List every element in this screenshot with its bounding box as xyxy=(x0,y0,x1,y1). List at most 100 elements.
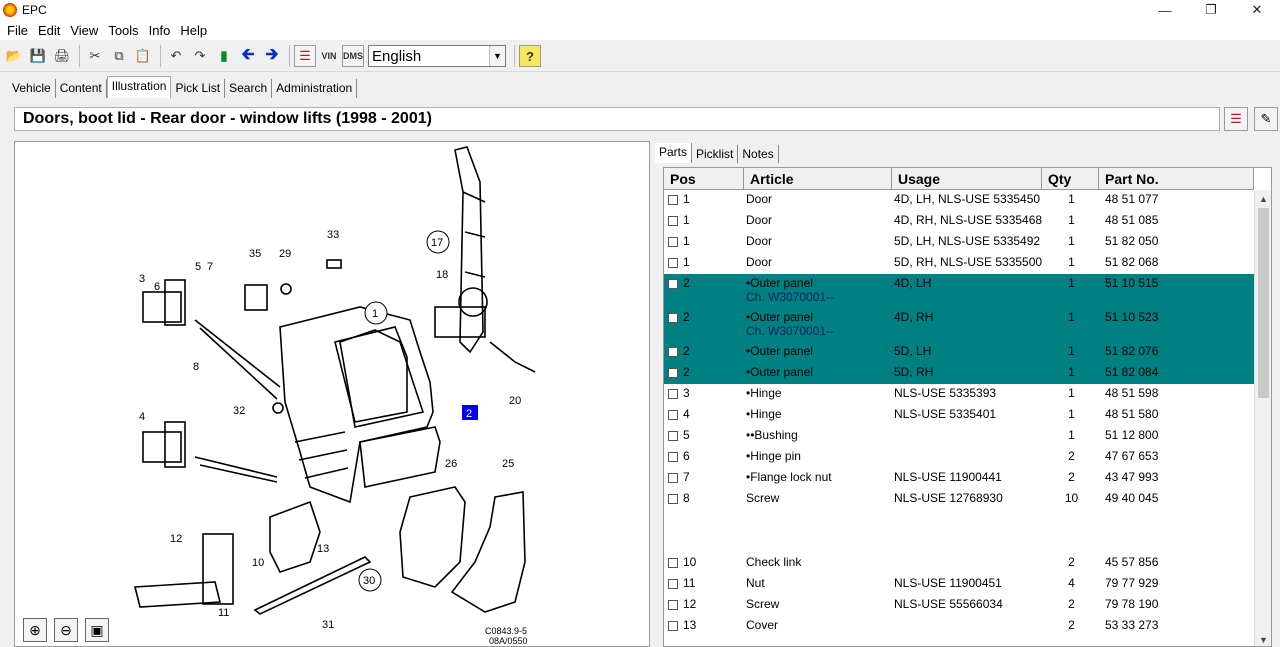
row-checkbox[interactable] xyxy=(668,558,678,568)
column-header-qty[interactable]: Qty xyxy=(1042,168,1099,190)
callout-label[interactable]: 18 xyxy=(436,269,448,281)
row-checkbox[interactable] xyxy=(668,579,678,589)
row-checkbox[interactable] xyxy=(668,621,678,631)
print-icon[interactable]: 🖨 xyxy=(53,48,71,63)
callout-label[interactable]: 2 xyxy=(466,408,472,420)
callout-label[interactable]: 8 xyxy=(193,361,199,373)
scroll-thumb[interactable] xyxy=(1258,208,1269,398)
callout-label[interactable]: 13 xyxy=(317,543,329,555)
tab-illustration[interactable]: Illustration xyxy=(106,76,172,98)
zoom-in-icon[interactable]: ⊕ xyxy=(23,618,47,642)
save-icon[interactable]: 💾 xyxy=(29,48,47,63)
callout-label[interactable]: 35 xyxy=(249,248,261,260)
callout-label[interactable]: 20 xyxy=(509,395,521,407)
arrow-right-icon[interactable]: 🡲 xyxy=(265,45,279,63)
callout-label[interactable]: 3 xyxy=(139,273,145,285)
callout-label[interactable]: 4 xyxy=(139,411,145,423)
callout-label[interactable]: 6 xyxy=(154,281,160,293)
level-marker-icon[interactable]: ▮ xyxy=(220,48,228,63)
menu-view[interactable]: View xyxy=(70,22,99,38)
row-checkbox[interactable] xyxy=(668,452,678,462)
tab-picklist[interactable]: Picklist xyxy=(692,145,739,163)
tab-content[interactable]: Content xyxy=(56,79,107,98)
fit-to-window-icon[interactable]: ▣ xyxy=(85,618,109,642)
vin-button[interactable]: VIN xyxy=(321,51,337,61)
callout-label[interactable]: 5 xyxy=(195,261,201,273)
callout-label[interactable]: 29 xyxy=(279,248,291,260)
tab-vehicle[interactable]: Vehicle xyxy=(8,79,56,98)
column-header-usage[interactable]: Usage xyxy=(892,168,1042,190)
zoom-out-icon[interactable]: ⊖ xyxy=(54,618,78,642)
callout-label[interactable]: 26 xyxy=(445,458,457,470)
open-folder-icon[interactable]: 📂 xyxy=(5,48,23,63)
dms-button[interactable]: DMS xyxy=(342,45,364,67)
callout-label[interactable]: 31 xyxy=(322,619,334,631)
menu-tools[interactable]: Tools xyxy=(108,22,139,38)
callout-label[interactable]: 30 xyxy=(363,575,375,587)
callout-label[interactable]: 25 xyxy=(502,458,514,470)
callout-label[interactable]: 17 xyxy=(431,237,443,249)
column-header-pos[interactable]: Pos xyxy=(664,168,744,190)
forward-page-icon[interactable]: ↷ xyxy=(194,48,206,63)
scroll-down-icon[interactable]: ▼ xyxy=(1259,634,1268,645)
tab-administration[interactable]: Administration xyxy=(272,79,358,98)
row-checkbox[interactable] xyxy=(668,410,678,420)
tab-parts[interactable]: Parts xyxy=(655,143,693,163)
copy-icon[interactable]: ⧉ xyxy=(114,48,124,63)
cut-icon[interactable]: ✂ xyxy=(89,48,101,63)
column-header-article[interactable]: Article xyxy=(744,168,892,190)
tab-search[interactable]: Search xyxy=(225,79,273,98)
menu-info[interactable]: Info xyxy=(148,22,171,38)
row-checkbox[interactable] xyxy=(668,600,678,610)
callout-label[interactable]: 10 xyxy=(252,557,264,569)
vertical-scrollbar[interactable]: ▲ ▼ xyxy=(1254,190,1271,646)
row-checkbox[interactable] xyxy=(668,313,678,323)
edit-note-icon[interactable]: ✎ xyxy=(1254,107,1278,131)
row-checkbox[interactable] xyxy=(668,216,678,226)
callout-label[interactable]: 7 xyxy=(207,261,213,273)
row-checkbox[interactable] xyxy=(668,494,678,504)
tab-notes[interactable]: Notes xyxy=(738,145,779,163)
restore-button[interactable]: ❐ xyxy=(1205,2,1217,17)
callout-label[interactable]: 12 xyxy=(170,533,182,545)
column-header-part-no[interactable]: Part No. xyxy=(1099,168,1254,190)
list-export-icon[interactable]: ☰ xyxy=(294,45,316,67)
paste-icon[interactable]: 📋 xyxy=(134,48,152,63)
callout-label[interactable]: 33 xyxy=(327,229,339,241)
row-checkbox[interactable] xyxy=(668,237,678,247)
row-checkbox[interactable] xyxy=(668,347,678,357)
row-checkbox[interactable] xyxy=(668,473,678,483)
callout-label[interactable]: 1 xyxy=(372,308,378,320)
menu-edit[interactable]: Edit xyxy=(37,22,61,38)
scroll-up-icon[interactable]: ▲ xyxy=(1259,193,1268,204)
help-question-icon[interactable]: ? xyxy=(519,45,541,67)
back-page-icon[interactable]: ↶ xyxy=(170,48,182,63)
chevron-down-icon[interactable]: ▼ xyxy=(489,46,505,66)
menu-file[interactable]: File xyxy=(7,22,28,38)
language-select[interactable]: English ▼ xyxy=(368,45,506,67)
callout-label[interactable]: 32 xyxy=(233,405,245,417)
tab-pick-list[interactable]: Pick List xyxy=(171,79,226,98)
arrow-left-icon[interactable]: 🡰 xyxy=(241,45,255,63)
list-export-icon[interactable]: ☰ xyxy=(1224,107,1248,131)
row-checkbox[interactable] xyxy=(668,431,678,441)
row-checkbox[interactable] xyxy=(668,368,678,378)
minimize-button[interactable]: — xyxy=(1158,2,1172,18)
row-checkbox[interactable] xyxy=(668,258,678,268)
